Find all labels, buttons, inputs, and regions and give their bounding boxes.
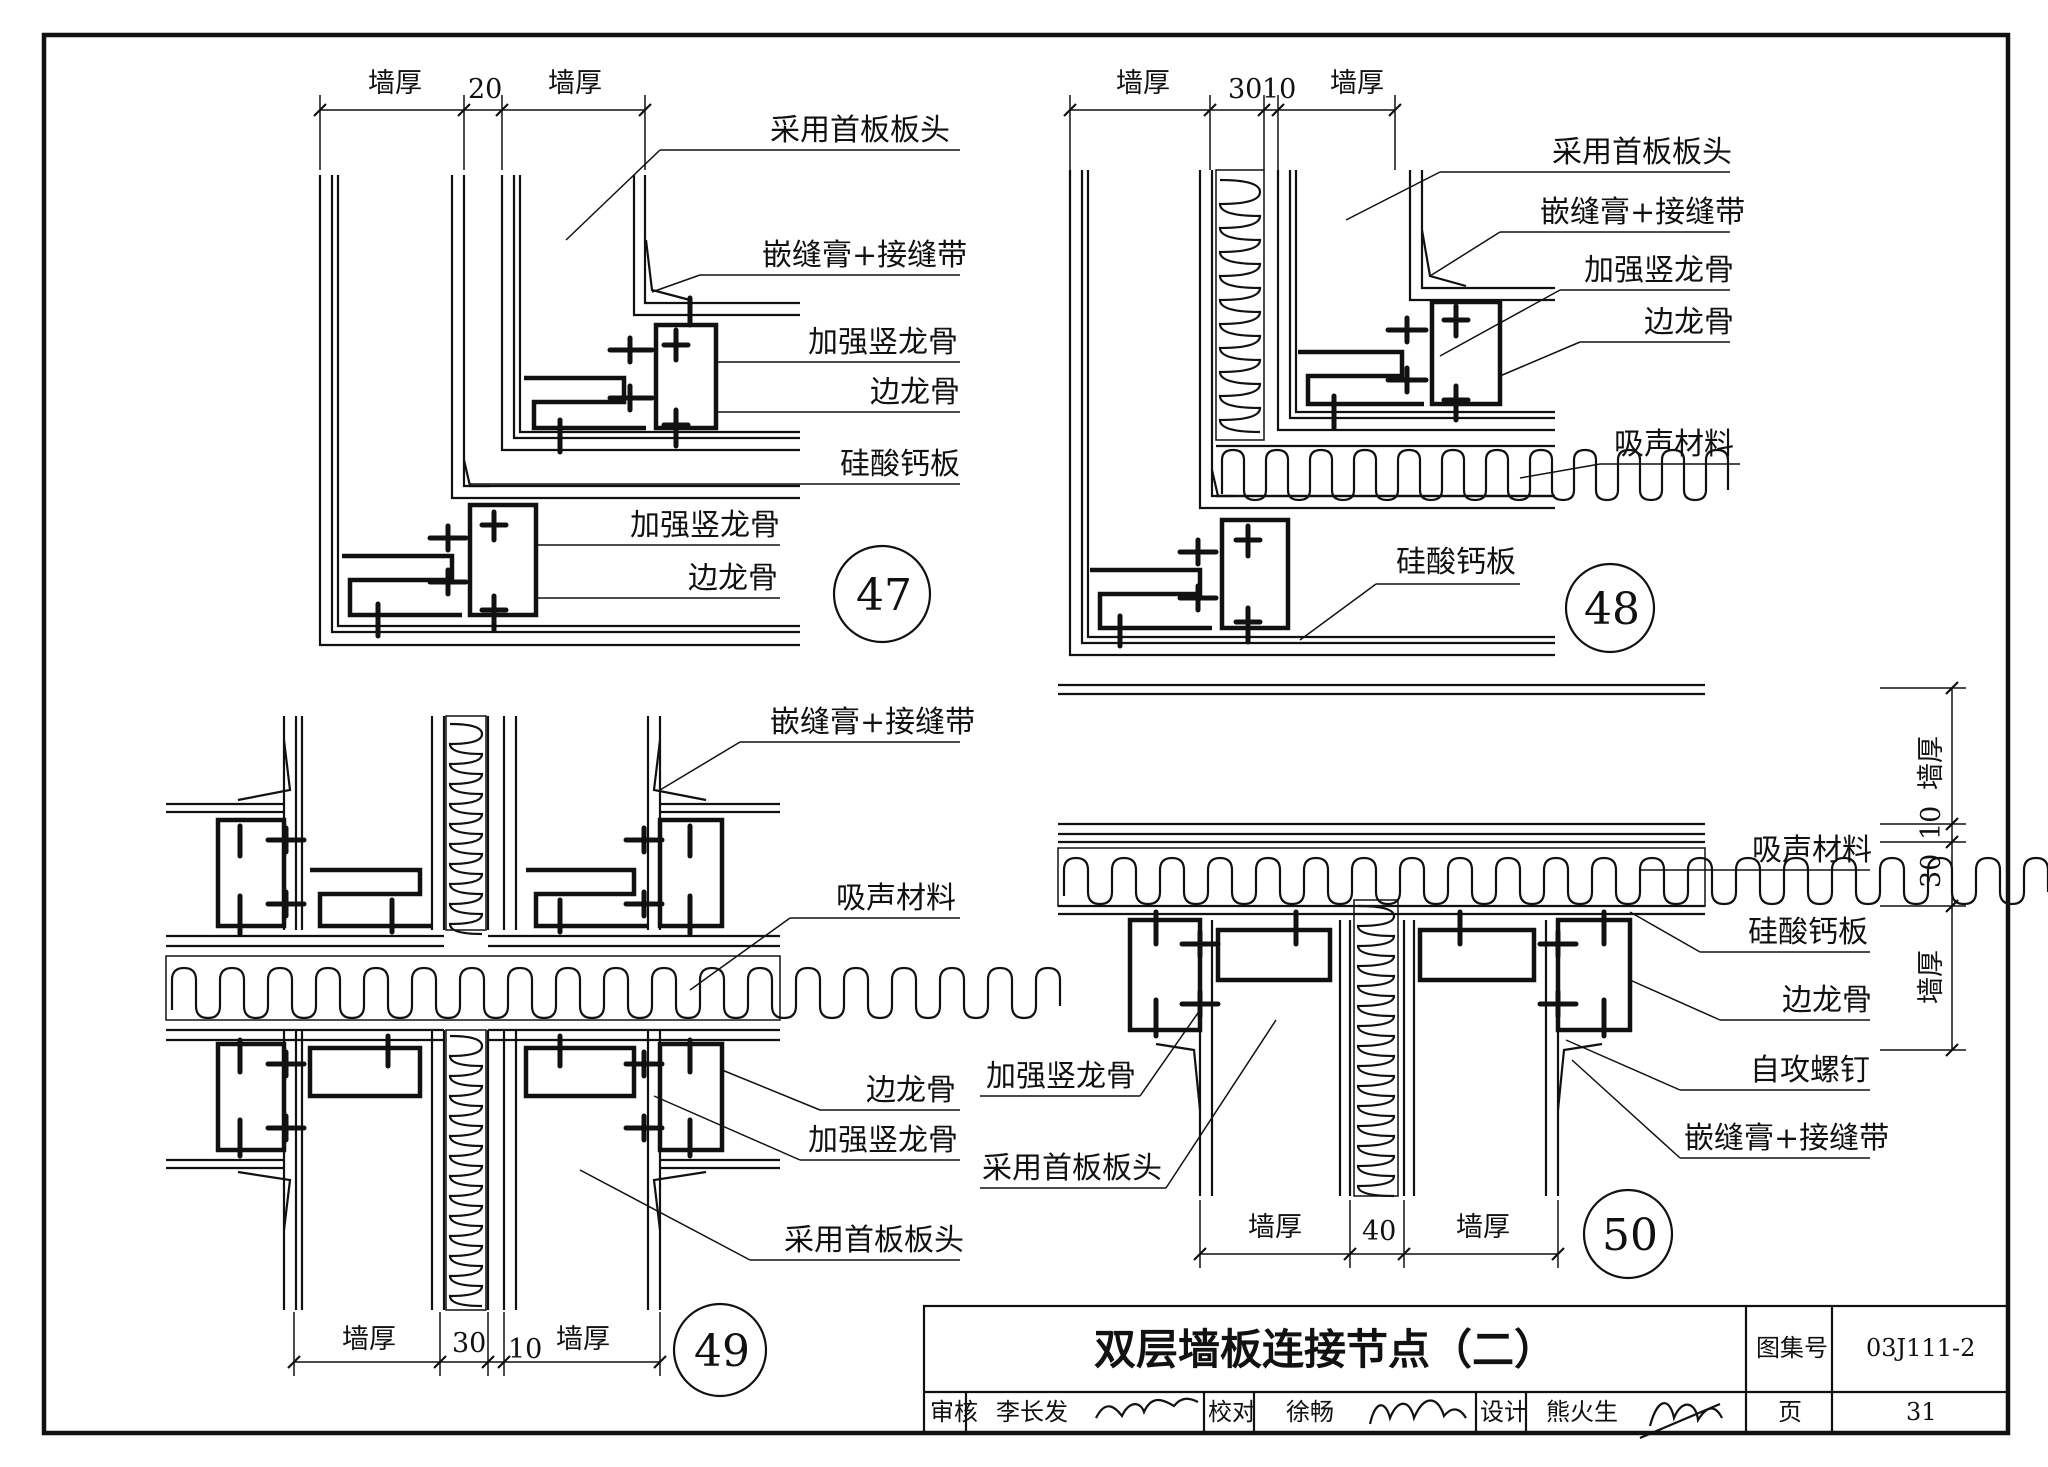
- dim-wall-thickness: 墙厚: [368, 68, 422, 99]
- label-edge-stud: 边龙骨: [870, 375, 960, 410]
- dim-wall-thickness: 墙厚: [1330, 68, 1384, 99]
- designer-name: 熊火生: [1546, 1398, 1618, 1426]
- detail-48: 墙厚 30 10 墙厚: [1058, 68, 1745, 696]
- dim-10: 10: [508, 1334, 542, 1365]
- detail-50: 墙厚 10 30 墙厚 墙厚 40 墙厚 吸声材料 硅酸钙板 边龙骨 自攻螺钉 …: [980, 681, 2048, 1280]
- dim-wall-thickness: 墙厚: [556, 1324, 610, 1355]
- label-edge-stud: 边龙骨: [1782, 983, 1872, 1018]
- label-joint-compound-tape: 嵌缝膏+接缝带: [1684, 1121, 1889, 1156]
- dim-30: 30: [1916, 854, 1947, 888]
- label-board-head: 采用首板板头: [1552, 135, 1732, 170]
- detail-marker-49: [672, 1302, 768, 1398]
- detail-number-49: 49: [694, 1326, 750, 1377]
- detail-marker-48: [1564, 562, 1656, 654]
- dim-wall-thickness: 墙厚: [1248, 1212, 1302, 1243]
- check-label: 校对: [1208, 1398, 1256, 1426]
- detail-number-47: 47: [856, 570, 912, 621]
- label-joint-compound-tape: 嵌缝膏+接缝带: [770, 705, 975, 740]
- detail-47: 墙厚 20 墙厚: [313, 68, 967, 647]
- label-acoustic-material: 吸声材料: [836, 881, 956, 916]
- label-acoustic-material: 吸声材料: [1752, 833, 1872, 868]
- dim-wall-thickness: 墙厚: [342, 1324, 396, 1355]
- label-board-head: 采用首板板头: [770, 113, 950, 148]
- checker-signature: [1368, 1399, 1467, 1425]
- label-joint-compound-tape: 嵌缝膏+接缝带: [1540, 195, 1745, 230]
- label-calcium-silicate-board: 硅酸钙板: [1396, 545, 1516, 580]
- label-reinforced-stud: 加强竖龙骨: [1584, 253, 1734, 288]
- dim-10: 10: [1916, 806, 1947, 840]
- atlas-label: 图集号: [1756, 1334, 1828, 1362]
- checker-name: 徐畅: [1286, 1398, 1334, 1426]
- drawing-title: 双层墙板连接节点（二）: [1094, 1325, 1556, 1374]
- dim-wall-thickness: 墙厚: [1456, 1212, 1510, 1243]
- designer-signature: [1639, 1402, 1723, 1440]
- dim-20: 20: [468, 74, 502, 105]
- dim-wall-thickness: 墙厚: [1916, 736, 1947, 790]
- dim-wall-thickness: 墙厚: [1116, 68, 1170, 99]
- dim-30: 30: [452, 1328, 486, 1359]
- label-edge-stud: 边龙骨: [1644, 305, 1734, 340]
- dim-40: 40: [1362, 1216, 1396, 1247]
- dim-wall-thickness: 墙厚: [548, 68, 602, 99]
- label-reinforced-stud: 加强竖龙骨: [808, 1123, 958, 1158]
- page-label: 页: [1778, 1398, 1802, 1426]
- reviewer-name: 李长发: [996, 1398, 1068, 1426]
- label-board-head: 采用首板板头: [982, 1151, 1162, 1186]
- label-acoustic-material: 吸声材料: [1614, 427, 1734, 462]
- label-reinforced-stud: 加强竖龙骨: [808, 325, 958, 360]
- reviewer-signature: [1095, 1397, 1199, 1419]
- label-joint-compound-tape: 嵌缝膏+接缝带: [762, 238, 967, 273]
- label-edge-stud: 边龙骨: [866, 1073, 956, 1108]
- label-reinforced-stud: 加强竖龙骨: [630, 508, 780, 543]
- label-calcium-silicate-board: 硅酸钙板: [1748, 915, 1868, 950]
- detail-marker-50: [1582, 1188, 1674, 1280]
- detail-49: 墙厚 30 10 墙厚 嵌缝膏+接缝带 吸声材料 边龙骨 加强竖龙骨 采用首板板…: [165, 705, 1062, 1398]
- dim-wall-thickness: 墙厚: [1916, 950, 1947, 1004]
- label-reinforced-stud: 加强竖龙骨: [986, 1059, 1136, 1094]
- title-block: 双层墙板连接节点（二） 图集号 03J111-2 审核 李长发 校对 徐畅 设计…: [922, 1304, 2010, 1440]
- detail-marker-47: [832, 544, 932, 644]
- design-label: 设计: [1480, 1398, 1528, 1426]
- label-edge-stud: 边龙骨: [688, 561, 778, 596]
- label-calcium-silicate-board: 硅酸钙板: [840, 447, 960, 482]
- atlas-value: 03J111-2: [1866, 1334, 1975, 1362]
- dim-30: 30: [1228, 74, 1262, 105]
- dim-10: 10: [1262, 74, 1296, 105]
- label-board-head: 采用首板板头: [784, 1223, 964, 1258]
- review-label: 审核: [930, 1398, 978, 1426]
- detail-number-48: 48: [1584, 584, 1640, 635]
- page-number: 31: [1906, 1398, 1937, 1426]
- detail-number-50: 50: [1602, 1210, 1658, 1261]
- label-self-tapping-screw: 自攻螺钉: [1750, 1053, 1870, 1088]
